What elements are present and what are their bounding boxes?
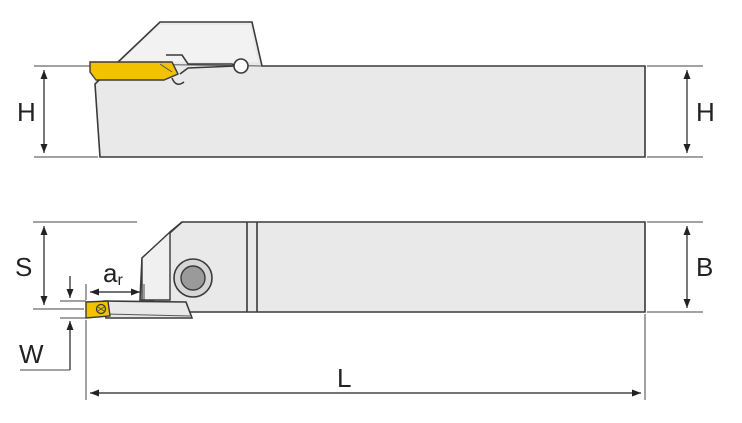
dim-label-b: B: [696, 252, 713, 282]
dim-label-s: S: [15, 252, 32, 282]
clamp-hole: [233, 58, 249, 74]
side-view: [89, 21, 646, 158]
clamp-slot: [166, 54, 237, 75]
dimension-l: L: [85, 314, 646, 400]
top-view-body: [139, 221, 646, 316]
dimension-b: B: [647, 221, 713, 313]
dim-label-ar: ar: [103, 258, 123, 289]
dim-label-w: W: [19, 339, 44, 369]
side-view-insert: [89, 61, 179, 81]
dimension-h-right: H: [647, 65, 715, 158]
top-view: [85, 221, 646, 319]
top-view-neck: [141, 230, 171, 301]
dimension-s: S: [15, 221, 137, 310]
dim-label-ar-sub: r: [117, 272, 123, 289]
dimension-w: W: [19, 276, 86, 371]
side-view-upper-plane: [120, 25, 258, 62]
dim-label-h-left: H: [17, 97, 36, 127]
dimension-h-left: H: [17, 65, 98, 158]
dimension-ar: ar: [85, 258, 145, 300]
dim-label-l: L: [337, 363, 351, 393]
dim-label-ar-main: a: [103, 258, 118, 288]
dim-label-h-right: H: [696, 97, 715, 127]
